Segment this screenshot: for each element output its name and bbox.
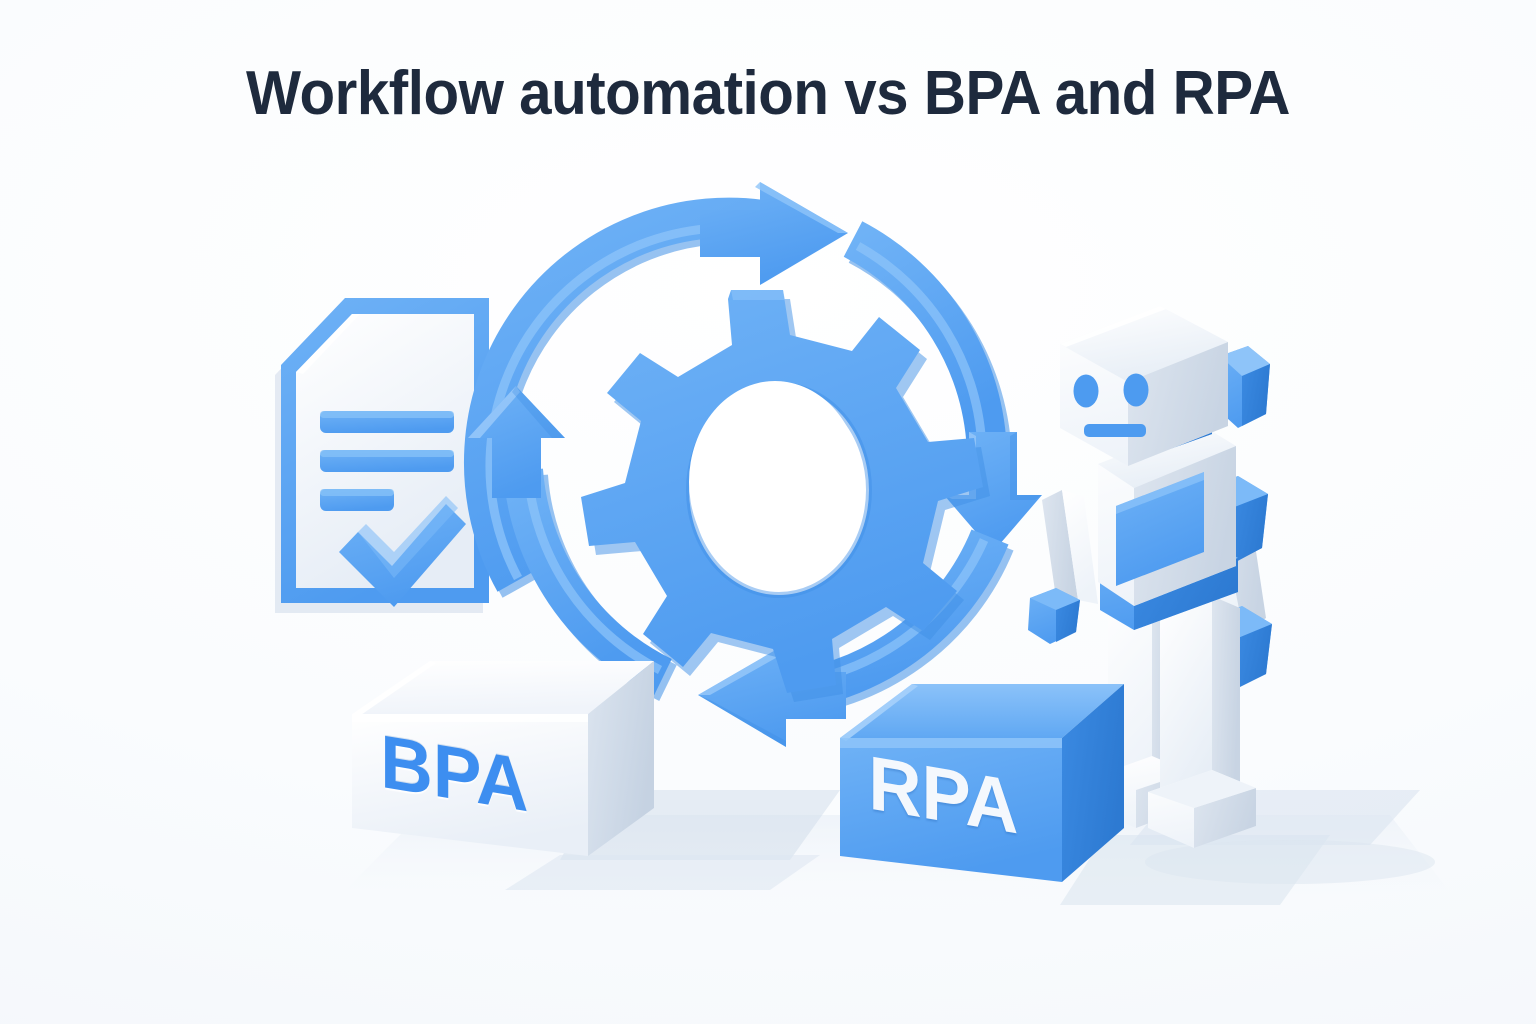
rpa-box — [840, 684, 1124, 882]
robot-head — [1060, 306, 1228, 466]
robot-legs — [1096, 584, 1256, 848]
robot-torso — [1098, 424, 1236, 606]
robot-mouth — [1084, 424, 1146, 437]
page-title: Workflow automation vs BPA and RPA — [246, 59, 1290, 128]
circular-arrows — [463, 182, 1042, 747]
robot-ear — [1216, 346, 1270, 428]
robot-icon — [1028, 306, 1272, 848]
robot-left-arm — [1028, 490, 1098, 644]
document-icon — [275, 298, 489, 613]
bpa-box — [352, 661, 654, 856]
arrow-arc-right-down — [843, 221, 1042, 552]
arrow-arc-left-up — [468, 386, 677, 701]
gear-icon — [581, 290, 990, 702]
arrow-arc-top-right — [463, 182, 848, 598]
robot-eye-left — [1073, 374, 1099, 408]
robot-eye-right — [1123, 373, 1149, 407]
